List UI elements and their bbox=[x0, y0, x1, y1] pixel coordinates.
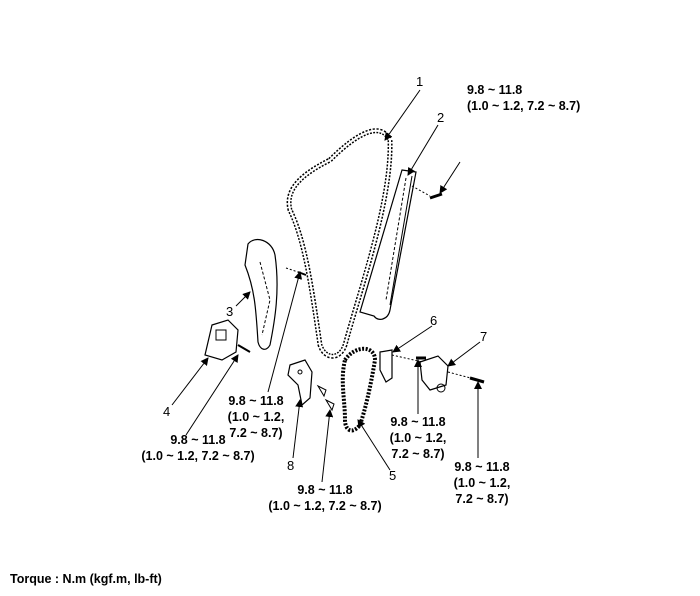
torque-spec-bracket-bolt: 9.8 ~ 11.8 (1.0 ~ 1.2, 7.2 ~ 8.7) bbox=[245, 482, 405, 514]
chain-guide bbox=[359, 169, 417, 320]
callout-6: 6 bbox=[430, 313, 438, 328]
torque-value: 9.8 ~ 11.8 bbox=[454, 460, 510, 474]
torque-value-alt: (1.0 ~ 1.2, 7.2 ~ 8.7) bbox=[268, 499, 382, 513]
callout-4: 4 bbox=[163, 404, 171, 419]
torque-value-alt2: 7.2 ~ 8.7) bbox=[229, 426, 283, 440]
torque-value: 9.8 ~ 11.8 bbox=[170, 433, 226, 447]
hydraulic-tensioner bbox=[204, 319, 251, 361]
callout-3: 3 bbox=[226, 304, 234, 319]
torque-value-alt2: 7.2 ~ 8.7) bbox=[391, 447, 445, 461]
oil-pump-chain-tensioner bbox=[416, 355, 485, 393]
torque-value: 9.8 ~ 11.8 bbox=[228, 394, 284, 408]
callout-7: 7 bbox=[480, 329, 488, 344]
oil-pump-chain bbox=[340, 346, 378, 433]
callout-5: 5 bbox=[389, 468, 397, 483]
torque-spec-chain-guide-bolt: 9.8 ~ 11.8 (1.0 ~ 1.2, 7.2 ~ 8.7) bbox=[467, 82, 580, 114]
chain-guide-bracket bbox=[287, 359, 335, 412]
torque-value-alt2: 7.2 ~ 8.7) bbox=[455, 492, 509, 506]
torque-value-alt: (1.0 ~ 1.2, bbox=[453, 476, 511, 490]
torque-spec-oil-pump-guide-bolt: 9.8 ~ 11.8 (1.0 ~ 1.2, 7.2 ~ 8.7) bbox=[388, 414, 448, 462]
torque-units-note: Torque : N.m (kgf.m, lb-ft) bbox=[10, 572, 162, 586]
torque-value: 9.8 ~ 11.8 bbox=[467, 83, 523, 97]
leader-lines bbox=[171, 89, 482, 483]
torque-value-alt: (1.0 ~ 1.2, 7.2 ~ 8.7) bbox=[141, 449, 255, 463]
torque-value: 9.8 ~ 11.8 bbox=[297, 483, 353, 497]
timing-chain bbox=[286, 128, 393, 359]
tensioner-arm bbox=[244, 238, 278, 350]
callout-2: 2 bbox=[437, 110, 445, 125]
torque-value-alt: (1.0 ~ 1.2, bbox=[389, 431, 447, 445]
callout-8: 8 bbox=[287, 458, 295, 473]
bolt-chain-guide bbox=[429, 192, 443, 200]
callout-1: 1 bbox=[416, 74, 424, 89]
torque-value-alt: (1.0 ~ 1.2, 7.2 ~ 8.7) bbox=[467, 99, 581, 113]
torque-spec-tensioner-arm-bolt: 9.8 ~ 11.8 (1.0 ~ 1.2, 7.2 ~ 8.7) bbox=[226, 393, 286, 441]
torque-spec-oil-pump-tensioner-bolt: 9.8 ~ 11.8 (1.0 ~ 1.2, 7.2 ~ 8.7) bbox=[452, 459, 512, 507]
torque-value: 9.8 ~ 11.8 bbox=[390, 415, 446, 429]
torque-spec-tensioner-bolt: 9.8 ~ 11.8 (1.0 ~ 1.2, 7.2 ~ 8.7) bbox=[118, 432, 278, 464]
torque-value-alt: (1.0 ~ 1.2, bbox=[227, 410, 285, 424]
